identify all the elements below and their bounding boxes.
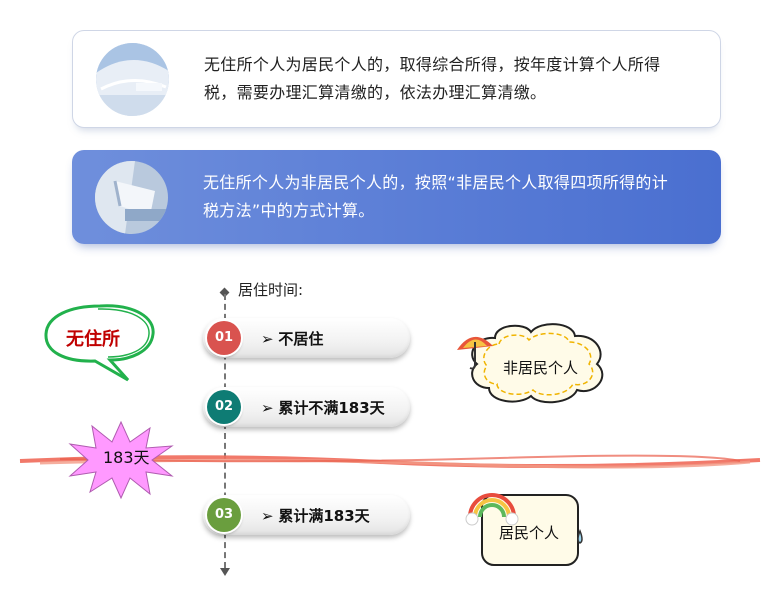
timeline-item-3: 03 累计满183天: [203, 495, 410, 535]
raindrop-icon: [577, 528, 583, 544]
step-number-badge: 03: [207, 498, 241, 532]
card-text-resident: 无住所个人为居民个人的，取得综合所得，按年度计算个人所得税，需要办理汇算清缴的，…: [204, 55, 661, 102]
card-image-architecture: [95, 161, 168, 234]
card-image-architecture: [96, 43, 169, 116]
rainbow-card-icon: [465, 493, 583, 566]
info-card-resident: 无住所个人为居民个人的，取得综合所得，按年度计算个人所得税，需要办理汇算清缴的，…: [72, 30, 721, 128]
timeline-item-label: 累计不满183天: [261, 397, 384, 418]
step-number-badge: 01: [207, 321, 241, 355]
timeline-item-label: 不居住: [261, 328, 323, 349]
umbrella-icon: [457, 336, 493, 370]
step-number-badge: 02: [207, 390, 241, 424]
speech-bubble-icon: [44, 304, 155, 382]
arrow-down-icon: [220, 568, 230, 576]
starburst-label: 183天: [103, 448, 150, 467]
timeline-item-2: 02 累计不满183天: [203, 387, 410, 427]
starburst-icon: [68, 420, 174, 500]
timeline-item-1: 01 不居住: [203, 318, 410, 358]
info-card-nonresident: 无住所个人为非居民个人的，按照“非居民个人取得四项所得的计税方法”中的方式计算。: [72, 150, 721, 244]
timeline-label: 居住时间:: [238, 281, 304, 299]
timeline-line: [224, 294, 226, 568]
resident-label: 居民个人: [499, 524, 560, 542]
nonresident-label: 非居民个人: [503, 359, 579, 377]
timeline-item-label: 累计满183天: [261, 505, 369, 526]
rainbow-icon: [465, 493, 519, 526]
bubble-label: 无住所: [66, 329, 120, 350]
card-text-nonresident: 无住所个人为非居民个人的，按照“非居民个人取得四项所得的计税方法”中的方式计算。: [203, 173, 668, 220]
cloud-icon: [457, 323, 604, 404]
